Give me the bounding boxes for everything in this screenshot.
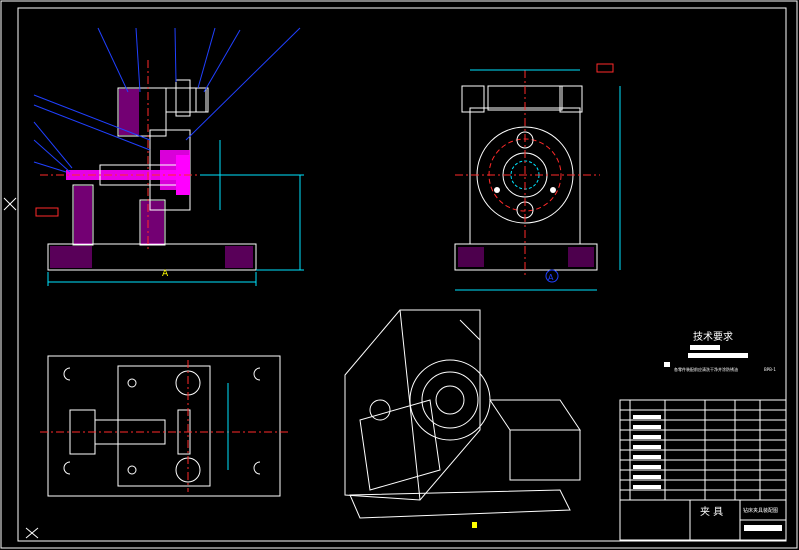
tech-req-title: 技术要求 [693, 330, 733, 343]
top-view[interactable] [40, 355, 290, 497]
front-section-view[interactable]: A [33, 27, 304, 286]
title-block-desc: 钻床夹具装配图 [743, 507, 778, 514]
tech-req-tail: BPB-1 [764, 367, 776, 372]
crosshair-icon [3, 197, 17, 211]
technical-requirements: 技术要求 各零件装配前应清洗干净并涂防锈油 BPB-1 [664, 330, 776, 372]
tech-req-line: 各零件装配前应清洗干净并涂防锈油 [674, 366, 738, 372]
view-label: A [548, 273, 554, 282]
isometric-view[interactable] [344, 309, 581, 528]
ucs-axis-icon [25, 527, 39, 539]
title-block-name: 夹 具 [700, 505, 723, 518]
sheet-inner-border [17, 7, 787, 542]
title-block[interactable] [619, 399, 787, 541]
section-mark-A: A [162, 269, 169, 279]
view-label-circle [545, 269, 559, 283]
side-view[interactable]: A [454, 63, 621, 291]
